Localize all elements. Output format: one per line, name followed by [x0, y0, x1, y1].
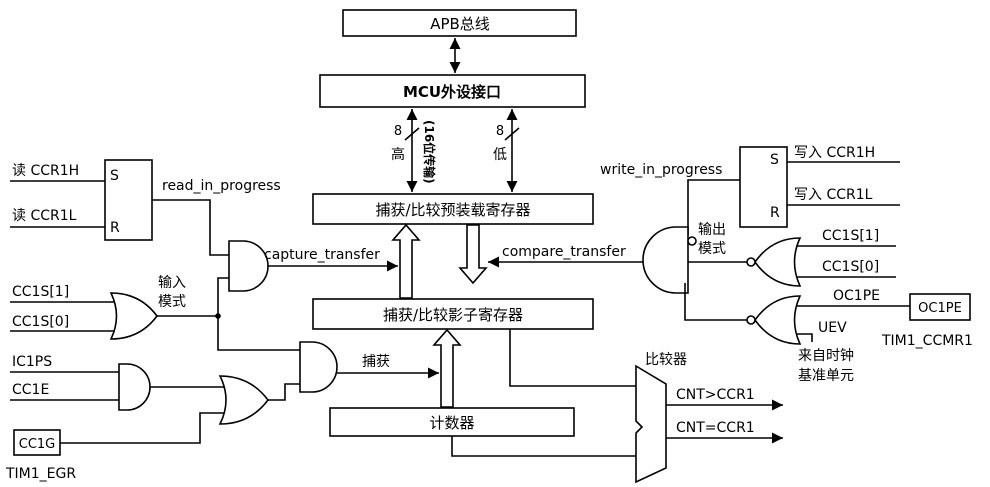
cc1s0-out-label: CC1S[0]	[822, 259, 879, 275]
output-mode-nor-bubble	[746, 257, 756, 267]
counter-hollow-arrow	[432, 328, 462, 408]
output-mode-label-2: 模式	[698, 241, 726, 257]
compare-transfer-hollow-arrow	[458, 224, 488, 285]
comparator-block	[635, 364, 667, 484]
read-ccr1l-label: 读 CCR1L	[12, 207, 77, 224]
bus-high-width: 8	[394, 124, 402, 139]
write-sr-r-pin: R	[770, 205, 780, 221]
cnt-eq-label: CNT=CCR1	[676, 420, 755, 436]
capture-transfer-label: capture_transfer	[264, 247, 380, 263]
bus-high-slash	[404, 127, 420, 141]
input-mode-or-gate	[109, 292, 158, 340]
uev-wire	[796, 333, 813, 342]
compare-transfer-and-gate	[642, 226, 689, 294]
compare-inverter-bubble	[687, 236, 697, 246]
capture-source-or-gate	[218, 375, 270, 425]
tim1-egr-label: TIM1_EGR	[5, 466, 76, 482]
cc1g-register-label: CC1G	[19, 437, 56, 452]
capture-transfer-hollow-arrow	[391, 223, 421, 299]
shadow-register-label: 捕获/比较影子寄存器	[383, 306, 523, 324]
cc1s1-out-label: CC1S[1]	[822, 228, 879, 244]
capture-transfer-and-gate	[228, 240, 269, 292]
input-mode-label-1: 输入	[158, 275, 186, 291]
compare-transfer-label: compare_transfer	[502, 244, 626, 260]
ic1ps-cc1e-and-gate	[118, 363, 151, 411]
read-sr-s-pin: S	[110, 168, 119, 184]
oc1pe-uev-nor-gate	[754, 295, 802, 345]
shadow-register-box	[312, 298, 594, 330]
bus-low-label: 低	[493, 147, 507, 163]
timebase-label-2: 基准单元	[798, 367, 854, 384]
apb-bus-label: APB总线	[430, 15, 490, 33]
apb-bus-box	[342, 9, 577, 37]
capture-and-gate	[299, 341, 338, 393]
read-ccr1h-label: 读 CCR1H	[12, 162, 79, 179]
oc1pe-uev-to-and	[684, 283, 747, 321]
capture-label: 捕获	[362, 354, 390, 370]
comparator-label: 比较器	[645, 352, 687, 368]
shadow-to-comparator	[509, 329, 636, 387]
write-ccr1h-label: 写入 CCR1H	[794, 145, 875, 161]
tim1-ccmr1-label: TIM1_CCMR1	[881, 333, 973, 349]
ic1ps-label: IC1PS	[12, 354, 52, 370]
oc1pe-register-label: OC1PE	[918, 301, 962, 316]
uev-label: UEV	[818, 320, 847, 336]
bus-low-width: 8	[496, 124, 504, 139]
output-mode-label-1: 输出	[698, 222, 726, 238]
mcu-interface-box	[319, 74, 586, 108]
cc1g-wire	[60, 412, 224, 444]
write-ccr1l-label: 写入 CCR1L	[794, 187, 873, 203]
write-in-progress-wire	[687, 179, 740, 235]
write-sr-latch	[739, 146, 788, 228]
capture-or-out	[268, 383, 300, 401]
mcu-interface-label: MCU外设接口	[403, 83, 501, 101]
output-mode-nor-gate	[754, 237, 802, 287]
cc1s0-in-label: CC1S[0]	[12, 314, 69, 330]
input-mode-to-capture-and	[217, 316, 300, 351]
write-in-progress-label: write_in_progress	[600, 162, 722, 178]
cc1s1-in-label: CC1S[1]	[12, 284, 69, 300]
read-in-progress-label: read_in_progress	[162, 178, 281, 194]
cnt-gt-label: CNT>CCR1	[676, 387, 755, 403]
bus-low-slash	[504, 127, 520, 141]
counter-to-comparator	[451, 436, 636, 457]
timebase-label-1: 来自时钟	[798, 347, 854, 364]
write-sr-s-pin: S	[770, 152, 779, 168]
bus-high-label: 高	[391, 146, 405, 163]
oc1pe-uev-nor-bubble	[746, 315, 756, 325]
input-mode-to-and	[217, 277, 229, 316]
oc1pe-register-box	[909, 293, 971, 321]
read-sr-r-pin: R	[110, 220, 120, 236]
input-mode-label-2: 模式	[158, 294, 186, 310]
counter-box	[329, 407, 575, 437]
read-in-progress-wire	[152, 199, 229, 256]
oc1pe-label: OC1PE	[833, 288, 880, 304]
bus-transfer-note: (16位传输)	[422, 120, 437, 184]
cc1e-label: CC1E	[12, 382, 49, 398]
counter-label: 计数器	[429, 414, 474, 432]
preload-register-label: 捕获/比较预装载寄存器	[375, 201, 530, 219]
preload-register-box	[312, 193, 594, 225]
